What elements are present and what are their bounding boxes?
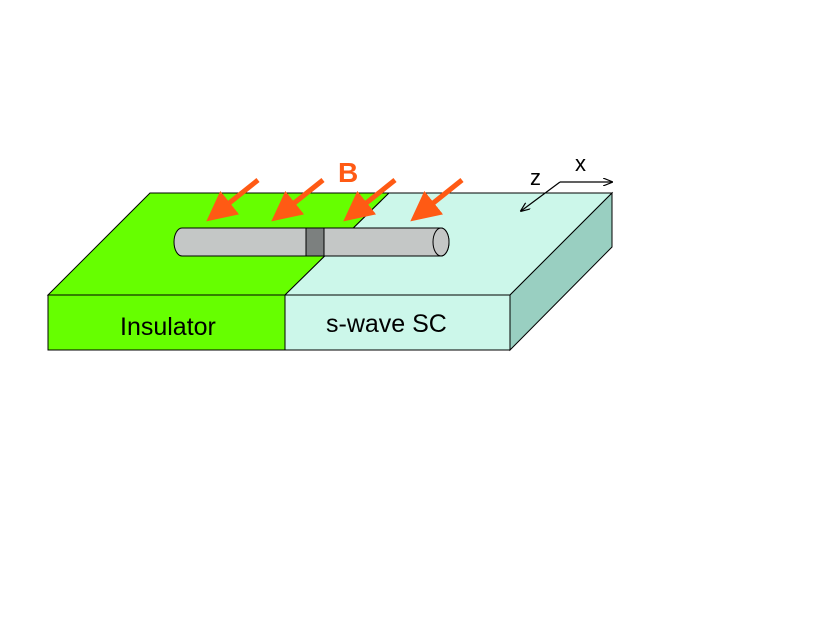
z-axis-label: z [530,165,541,190]
nanowire-end-cap [432,227,450,257]
field-arrow [343,178,397,222]
superconductor-region [283,191,614,352]
z-axis-arrow [521,181,561,211]
superconductor-label: s-wave SC [326,310,447,338]
field-label: B [338,157,358,188]
superconductor-side-face [509,191,613,352]
nanowire [173,227,450,257]
field-arrow [410,178,464,222]
field-arrow [271,178,325,222]
coordinate-axes: x z [521,151,612,211]
nanowire-junction [305,227,325,257]
field-arrow [206,178,260,222]
x-axis-label: x [575,151,586,176]
insulator-label: Insulator [120,313,216,341]
magnetic-field-arrows [206,178,464,222]
insulator-front-face [47,294,286,351]
superconductor-front-face [284,294,511,351]
